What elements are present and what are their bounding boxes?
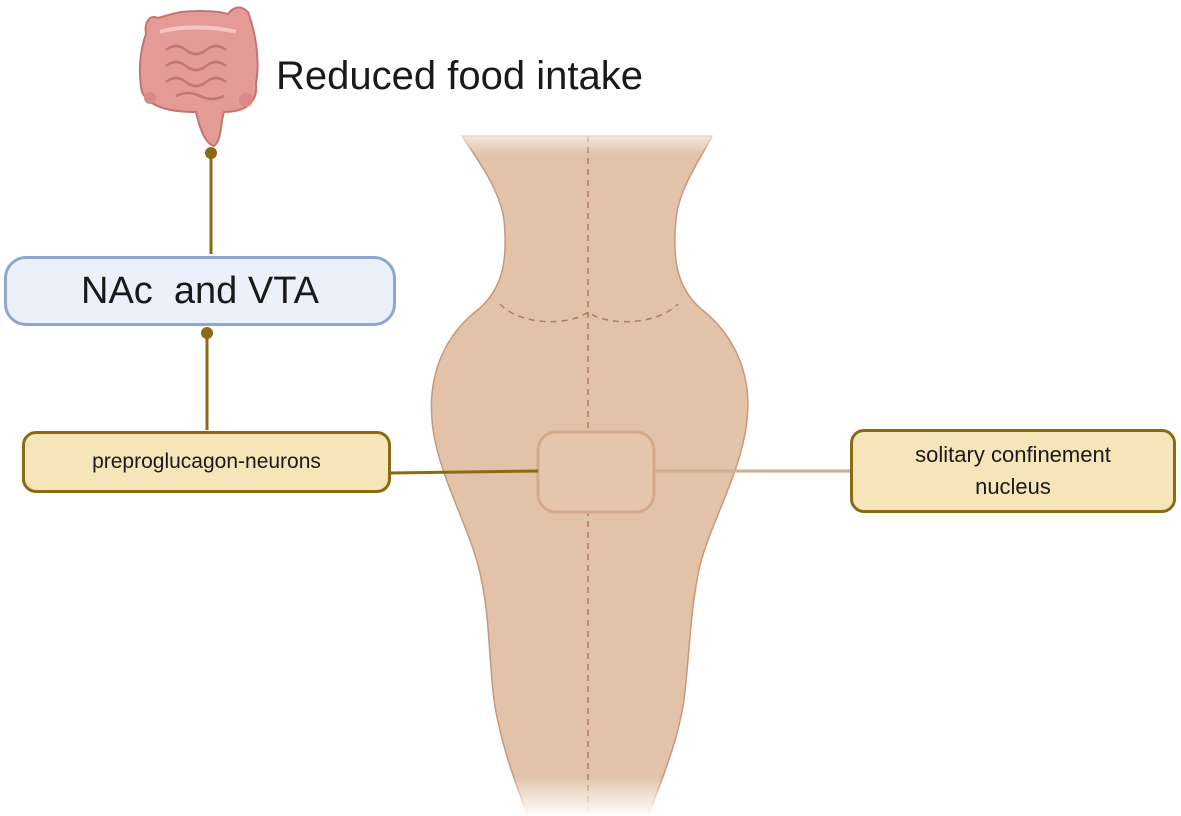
outcome-title: Reduced food intake: [276, 53, 643, 98]
connector-nac-neurons: [201, 327, 213, 430]
preproglucagon-label: preproglucagon-neurons: [92, 450, 321, 473]
connector-neurons-nucleus: [390, 469, 539, 475]
nac-vta-box: NAc and VTA: [4, 256, 396, 326]
preproglucagon-box: preproglucagon-neurons: [22, 431, 391, 493]
intestine-icon: [138, 6, 259, 148]
nac-vta-label: NAc and VTA: [81, 269, 319, 312]
connector-gut-nac: [205, 147, 217, 254]
brainstem-icon: [430, 124, 749, 816]
solitary-nucleus-box: solitary confinement nucleus: [850, 429, 1176, 513]
solitary-nucleus-label-line2: nucleus: [975, 474, 1051, 499]
solitary-nucleus-label-line1: solitary confinement: [915, 442, 1111, 467]
nucleus-region: [536, 430, 656, 514]
